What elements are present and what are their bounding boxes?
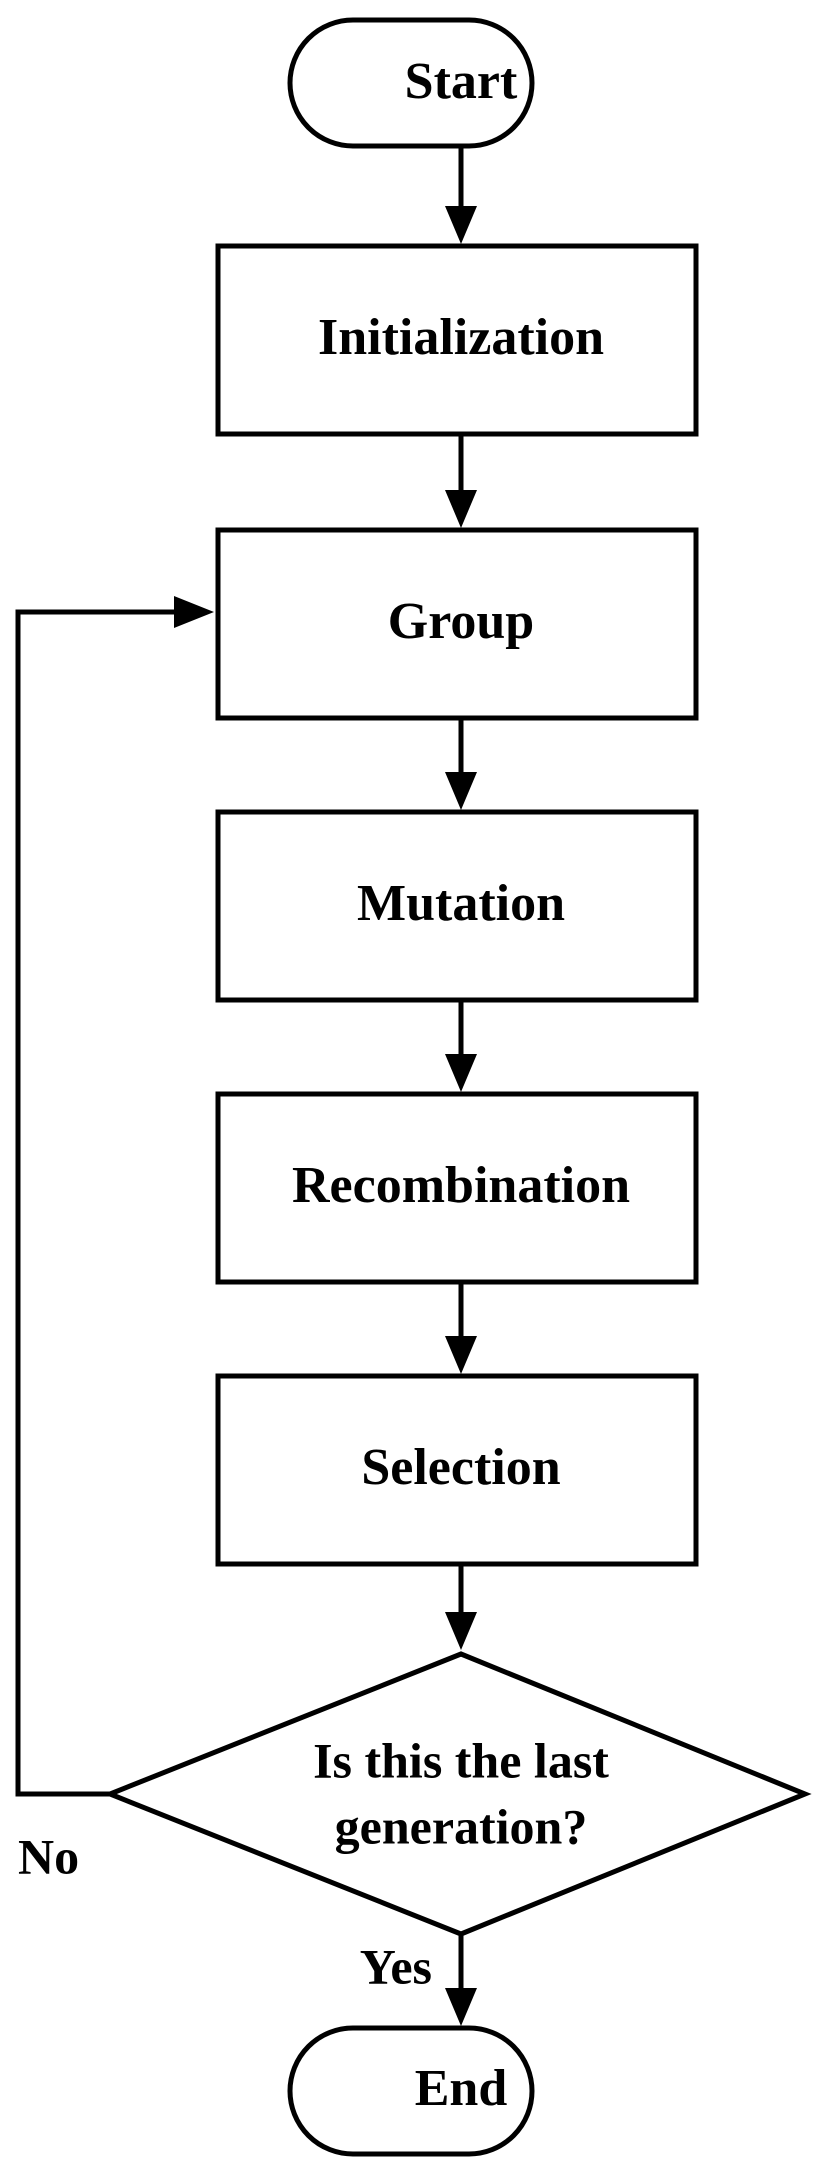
initialization-label: Initialization <box>318 309 604 366</box>
recombination-node: Recombination <box>215 1091 699 1285</box>
initialization-node: Initialization <box>215 243 699 437</box>
arrow-group-to-mutation <box>445 718 477 810</box>
arrow-no-loop-to-group <box>15 596 214 1797</box>
arrow-mutation-to-recombination <box>445 1000 477 1092</box>
arrow-selection-to-decision <box>445 1564 477 1650</box>
mutation-node: Mutation <box>215 809 699 1003</box>
decision-label-line2: generation? <box>335 1798 588 1854</box>
mutation-label: Mutation <box>357 875 565 932</box>
end-node: End <box>287 2025 535 2157</box>
arrow-start-to-initialization <box>445 146 477 244</box>
start-node: Start <box>287 17 535 149</box>
arrow-initialization-to-group <box>445 434 477 528</box>
no-label: No <box>18 1828 79 1884</box>
start-label: Start <box>405 53 518 110</box>
group-label: Group <box>388 593 534 650</box>
decision-label-line1: Is this the last <box>313 1732 609 1788</box>
yes-label: Yes <box>360 1938 432 1994</box>
decision-node: Is this the last generation? <box>103 1651 812 1937</box>
arrow-recombination-to-selection <box>445 1282 477 1374</box>
recombination-label: Recombination <box>292 1157 630 1214</box>
selection-label: Selection <box>361 1439 560 1496</box>
arrow-yes-to-end <box>445 1934 477 2026</box>
group-node: Group <box>215 527 699 721</box>
end-label: End <box>415 2060 508 2117</box>
selection-node: Selection <box>215 1373 699 1567</box>
